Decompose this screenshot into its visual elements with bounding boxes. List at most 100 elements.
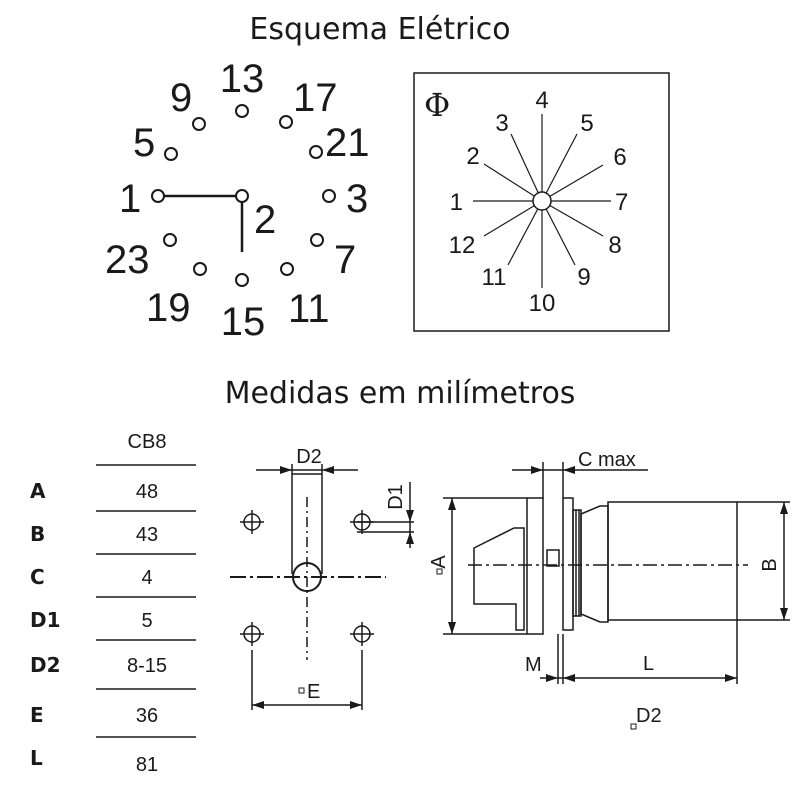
rotary-diagram-frame xyxy=(413,72,670,332)
contact-9 xyxy=(192,117,206,131)
label-9: 9 xyxy=(170,76,192,120)
side-view-labels: C max A B M L D2 xyxy=(428,449,781,730)
label-21: 21 xyxy=(325,121,370,165)
row-value-l: 81 xyxy=(136,754,158,776)
row-label-d2: D2 xyxy=(30,653,61,677)
contact-13 xyxy=(235,104,249,118)
label-19: 19 xyxy=(146,286,191,330)
front-view-arrows xyxy=(252,466,414,709)
dim-label-d2-front: D2 xyxy=(296,446,322,468)
spoke-9 xyxy=(541,200,576,266)
rotary-label-12: 12 xyxy=(449,232,476,259)
spoke-2 xyxy=(483,163,543,202)
side-view-arrows xyxy=(448,466,788,682)
front-view-labels: D2 D1 E xyxy=(296,446,407,703)
side-view-drawing xyxy=(443,462,790,684)
front-flange xyxy=(562,497,574,631)
contact-1 xyxy=(151,189,165,203)
arrowhead xyxy=(322,466,334,474)
dim-label-b: B xyxy=(759,558,781,571)
rotary-label-2: 2 xyxy=(466,143,479,170)
arrowhead xyxy=(448,622,456,634)
dimensions-table: CB8 A 48 B 43 C 4 D1 5 D2 8-15 E 36 L 81 xyxy=(30,431,196,776)
rotary-label-5: 5 xyxy=(580,110,593,137)
row-value-e: 36 xyxy=(136,705,158,727)
electrical-scheme-title: Esquema Elétrico xyxy=(249,12,511,47)
left-switch-diagram xyxy=(151,104,336,287)
label-1: 1 xyxy=(119,177,141,221)
rotary-label-9: 9 xyxy=(577,264,590,291)
row-label-b: B xyxy=(30,522,45,546)
nut-ring xyxy=(572,509,582,617)
label-2: 2 xyxy=(254,198,276,242)
arrowhead xyxy=(252,701,264,709)
spoke-5 xyxy=(541,133,578,202)
row-label-c: C xyxy=(30,565,45,589)
arrowhead xyxy=(448,498,456,510)
arrowhead xyxy=(350,701,362,709)
arrowhead xyxy=(780,502,788,514)
row-value-b: 43 xyxy=(136,524,158,546)
label-7: 7 xyxy=(334,238,356,282)
contact-21 xyxy=(309,145,323,159)
table-rules xyxy=(96,464,196,738)
arrowhead xyxy=(406,510,414,522)
knob-body xyxy=(607,501,738,621)
contact-center xyxy=(235,189,249,203)
rotary-label-11: 11 xyxy=(482,264,507,291)
mounting-hole xyxy=(240,622,264,646)
row-value-c: 4 xyxy=(141,567,152,589)
label-15: 15 xyxy=(221,300,266,344)
row-value-d2: 8-15 xyxy=(127,655,167,677)
contact-3 xyxy=(322,189,336,203)
dim-label-c-max: C max xyxy=(578,449,636,471)
spoke-8 xyxy=(541,200,604,237)
contact-15 xyxy=(235,273,249,287)
rotary-label-1: 1 xyxy=(450,189,463,216)
spoke-3 xyxy=(510,133,543,202)
a-marker xyxy=(436,568,443,575)
contact-19 xyxy=(193,262,207,276)
rotary-spokes xyxy=(473,114,611,288)
label-13: 13 xyxy=(220,57,265,101)
d2-marker xyxy=(630,723,637,730)
row-label-a: A xyxy=(30,479,46,503)
arrowhead xyxy=(546,674,558,682)
rotary-label-8: 8 xyxy=(608,232,621,259)
dim-label-l: L xyxy=(643,653,654,675)
arrowhead xyxy=(280,466,292,474)
arrowhead xyxy=(563,466,575,474)
table-header-cb8: CB8 xyxy=(128,431,167,453)
label-3: 3 xyxy=(346,177,368,221)
arrowhead xyxy=(563,674,575,682)
row-value-a: 48 xyxy=(136,481,158,503)
spoke-12 xyxy=(483,200,543,237)
measurements-title: Medidas em milímetros xyxy=(224,376,576,411)
left-diagram-labels: 13 17 21 3 7 11 15 19 23 1 5 9 2 xyxy=(105,57,370,344)
label-23: 23 xyxy=(105,238,150,282)
rotary-label-10: 10 xyxy=(529,290,556,317)
mounting-holes xyxy=(240,510,374,646)
dim-label-d1: D1 xyxy=(385,484,407,510)
row-label-d1: D1 xyxy=(30,608,61,632)
label-5: 5 xyxy=(133,121,155,165)
row-value-d1: 5 xyxy=(141,610,152,632)
arrowhead xyxy=(531,466,543,474)
contact-5 xyxy=(164,147,178,161)
dim-label-m: M xyxy=(525,654,542,676)
phase-symbol: Φ xyxy=(424,86,450,124)
spoke-6 xyxy=(541,164,604,202)
bushing xyxy=(580,505,609,623)
contact-23 xyxy=(163,233,177,247)
contact-11 xyxy=(280,262,294,276)
label-17: 17 xyxy=(293,76,338,120)
e-marker xyxy=(298,687,305,694)
dim-label-a: A xyxy=(428,555,450,569)
shaft-key xyxy=(546,549,560,567)
dim-label-d2-side: D2 xyxy=(636,705,662,727)
rotary-label-4: 4 xyxy=(535,87,548,114)
rear-contact-block xyxy=(473,527,525,631)
label-11: 11 xyxy=(288,287,330,331)
rotary-labels: 1 2 3 4 5 6 7 8 9 10 11 12 xyxy=(449,87,629,317)
